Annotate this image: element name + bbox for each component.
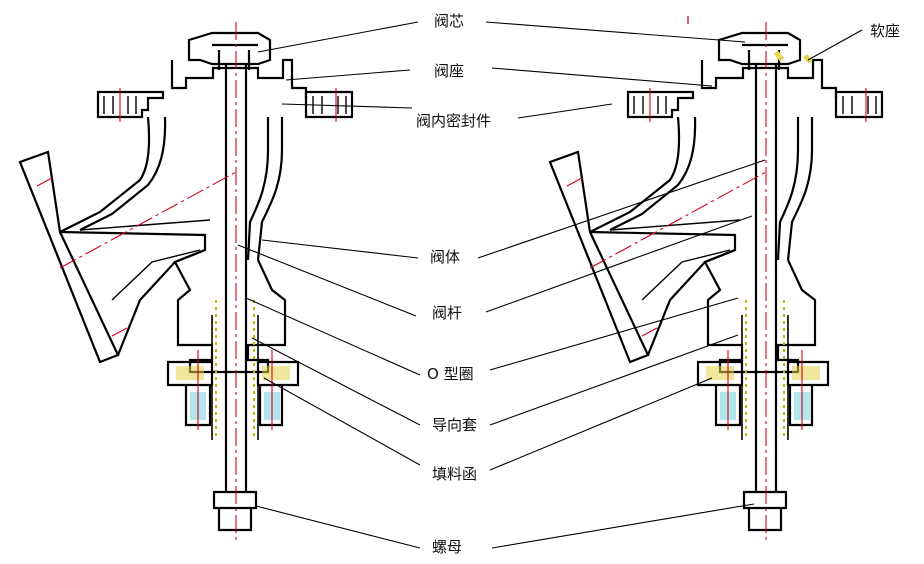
label-valve-seat: 阀座 <box>434 62 465 80</box>
leader-lines <box>237 21 863 549</box>
label-o-ring: O 型圈 <box>427 365 474 383</box>
left-valve <box>18 21 354 541</box>
label-packing-box: 填料函 <box>432 465 478 483</box>
label-valve-core: 阀芯 <box>434 12 465 30</box>
label-inner-seal: 阀内密封件 <box>416 112 492 130</box>
right-valve <box>548 21 884 541</box>
label-valve-body: 阀体 <box>430 248 461 266</box>
label-guide-sleeve: 导向套 <box>432 416 478 434</box>
label-soft-seat: 软座 <box>870 22 901 40</box>
label-valve-stem: 阀杆 <box>432 304 463 322</box>
label-nut: 螺母 <box>432 538 463 556</box>
